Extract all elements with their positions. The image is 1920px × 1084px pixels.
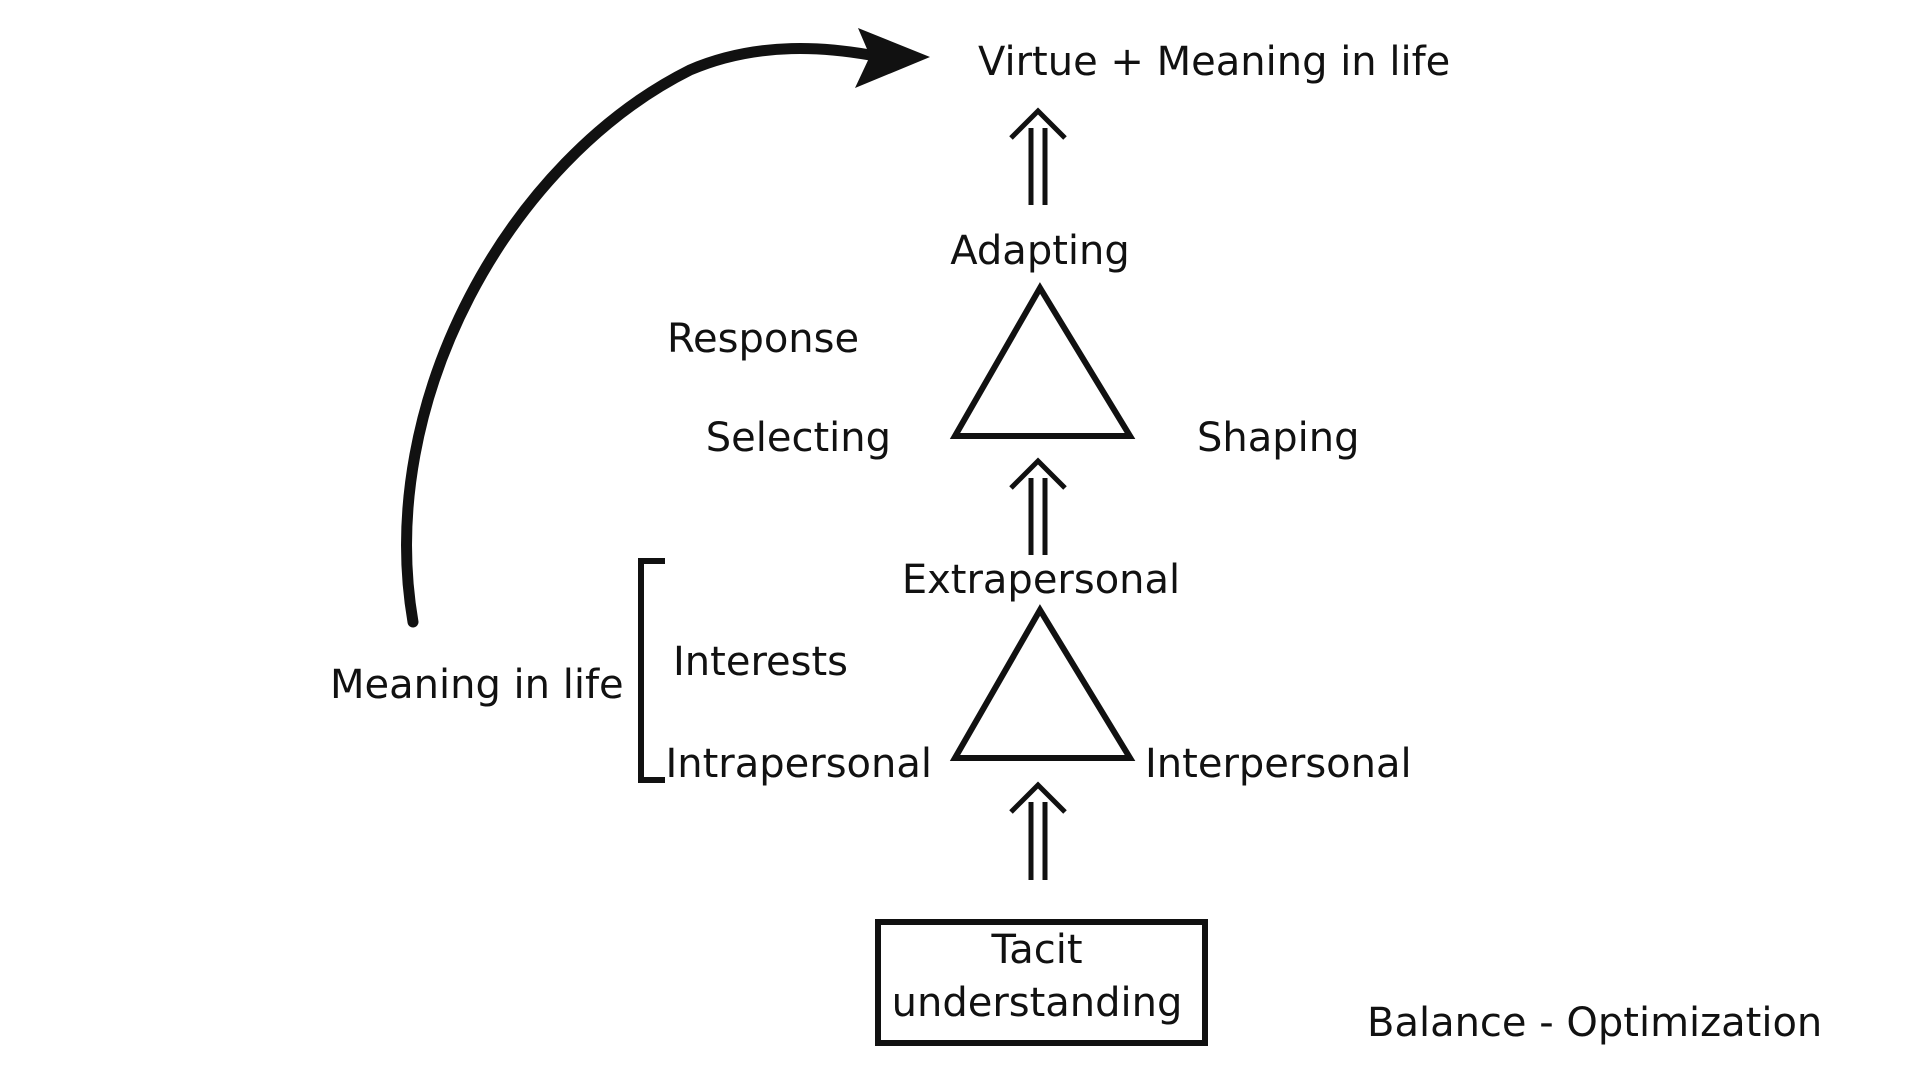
triangle-lower	[949, 604, 1136, 761]
label-shaping: Shaping	[1197, 415, 1360, 461]
label-selecting: Selecting	[705, 415, 891, 461]
double-arrow-bottom	[1009, 781, 1067, 880]
tacit-box-text: Tacit understanding	[877, 924, 1197, 1030]
label-extrapersonal: Extrapersonal	[901, 557, 1181, 603]
label-adapting: Adapting	[950, 228, 1130, 274]
label-top: Virtue + Meaning in life	[978, 39, 1451, 85]
label-interpersonal: Interpersonal	[1145, 741, 1412, 787]
tacit-line-1: Tacit	[991, 927, 1083, 973]
label-interests: Interests	[673, 639, 848, 685]
bracket	[638, 558, 665, 783]
double-arrow-middle	[1009, 457, 1067, 555]
curved-arrow-head	[855, 28, 930, 88]
label-intrapersonal: Intrapersonal	[665, 741, 932, 787]
tacit-line-2: understanding	[891, 980, 1183, 1026]
tacit-box	[875, 919, 1208, 1046]
label-response: Response	[667, 316, 860, 362]
triangle-upper	[949, 282, 1136, 439]
curved-arrow-shaft	[401, 43, 876, 628]
label-balance: Balance - Optimization	[1367, 1000, 1823, 1046]
label-meaning-in-life: Meaning in life	[330, 662, 624, 708]
double-arrow-top	[1009, 107, 1067, 205]
